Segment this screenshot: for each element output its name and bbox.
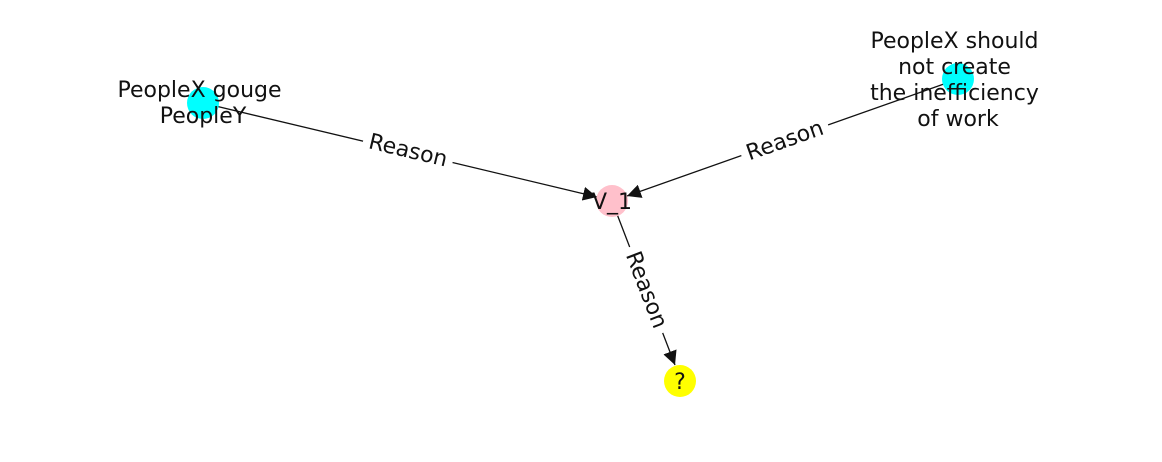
node-peoplex-gouge-peopley[interactable]: PeopleX gouge PeopleY [117, 78, 288, 129]
node-label-line: PeopleY [160, 104, 247, 129]
node-peoplex-should-not-create[interactable]: PeopleX should not create the inefficien… [870, 29, 1046, 132]
edge-label-bg [615, 241, 677, 339]
node-label: PeopleX should not create the inefficien… [870, 29, 1046, 132]
node-label-line: of work [917, 107, 999, 132]
node-label-line: not create [898, 55, 1011, 80]
node-v1[interactable]: V_1 [592, 185, 632, 217]
node-label: ? [674, 370, 686, 395]
node-label: PeopleX gouge PeopleY [117, 78, 288, 129]
node-label-line: PeopleX gouge [117, 78, 281, 103]
node-circle [596, 185, 628, 217]
edge-n1-to-v1: Reason [202, 102, 598, 201]
node-circle [664, 365, 696, 397]
node-circle [942, 63, 974, 95]
node-question[interactable]: ? [664, 365, 696, 397]
edge-label: Reason [620, 248, 672, 332]
node-circle [187, 87, 219, 119]
node-label: V_1 [592, 190, 632, 215]
edge-v1-to-q: Reason [611, 200, 677, 366]
node-label-line: the inefficiency [870, 81, 1039, 106]
edge-label-bg [736, 111, 834, 171]
edge-label-bg [359, 125, 457, 177]
edge-label: Reason [743, 116, 827, 166]
node-label-line: PeopleX should [870, 29, 1038, 54]
